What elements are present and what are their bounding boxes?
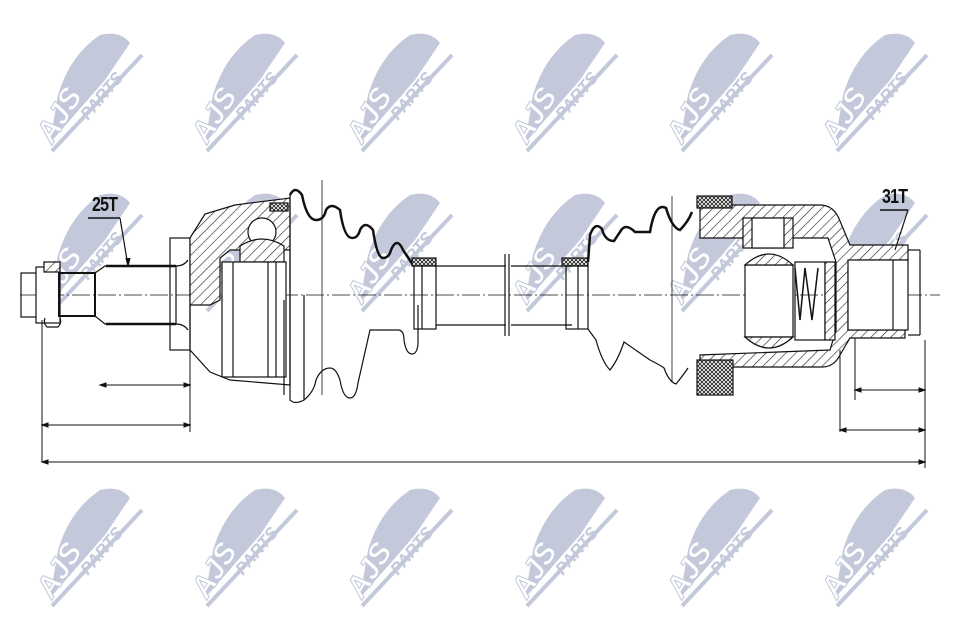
inner-tripod-joint [696,195,921,396]
break-mark [504,254,510,336]
inner-boot [561,196,694,385]
dimension-lines [40,320,927,468]
hub-nut [20,261,62,328]
outer-boot [288,180,437,404]
inner-spline-label: 31T [882,186,908,208]
outer-spline-label: 25T [92,194,118,216]
main-shaft [436,254,572,336]
outer-cv-joint [169,197,291,395]
threaded-stub [58,259,189,331]
